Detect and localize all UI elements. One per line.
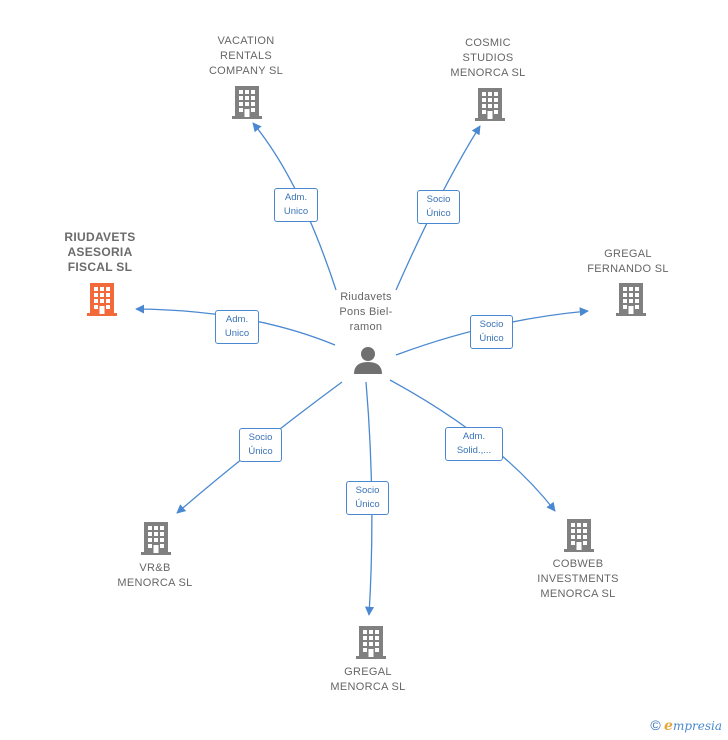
building-icon-gregal-fernando[interactable] <box>616 283 646 316</box>
brand-logo[interactable]: empresia <box>664 718 722 734</box>
node-label-cobweb[interactable]: COBWEB INVESTMENTS MENORCA SL <box>537 558 619 600</box>
node-label-vacation[interactable]: VACATION RENTALS COMPANY SL <box>208 35 284 77</box>
person-icon[interactable] <box>354 347 382 374</box>
building-icon-vrb[interactable] <box>141 522 171 555</box>
brand-initial: e <box>664 718 673 734</box>
footer-branding: © empresia <box>650 717 722 734</box>
node-label-riudavets[interactable]: RIUDAVETS ASESORIA FISCAL SL <box>64 230 136 274</box>
node-label-vrb[interactable]: VR&B MENORCA SL <box>117 562 193 589</box>
node-label-gregal-fernando[interactable]: GREGAL FERNANDO SL <box>587 248 669 275</box>
building-icon-cobweb[interactable] <box>564 519 594 552</box>
edge-label-vrb: Socio Único <box>239 428 282 462</box>
edge-label-cosmic: Socio Único <box>417 190 460 224</box>
edge-label-riudavets: Adm. Unico <box>215 310 259 344</box>
brand-name: mpresia <box>672 719 722 733</box>
building-icon-vacation[interactable] <box>232 86 262 119</box>
building-icon-gregal-menorca[interactable] <box>356 626 386 659</box>
edge-label-gregal-menorca: Socio Único <box>346 481 389 515</box>
edge-label-cobweb: Adm. Solid.,... <box>445 427 503 461</box>
copyright-symbol: © <box>650 717 661 733</box>
node-label-gregal-menorca[interactable]: GREGAL MENORCA SL <box>330 666 406 693</box>
node-label-cosmic[interactable]: COSMIC STUDIOS MENORCA SL <box>450 37 526 79</box>
building-icon-riudavets[interactable] <box>87 283 117 316</box>
center-person-label[interactable]: Riudavets Pons Biel- ramon <box>339 291 393 333</box>
building-icon-cosmic[interactable] <box>475 88 505 121</box>
edge-label-vacation: Adm. Unico <box>274 188 318 222</box>
edge-label-gregal-fernando: Socio Único <box>470 315 513 349</box>
